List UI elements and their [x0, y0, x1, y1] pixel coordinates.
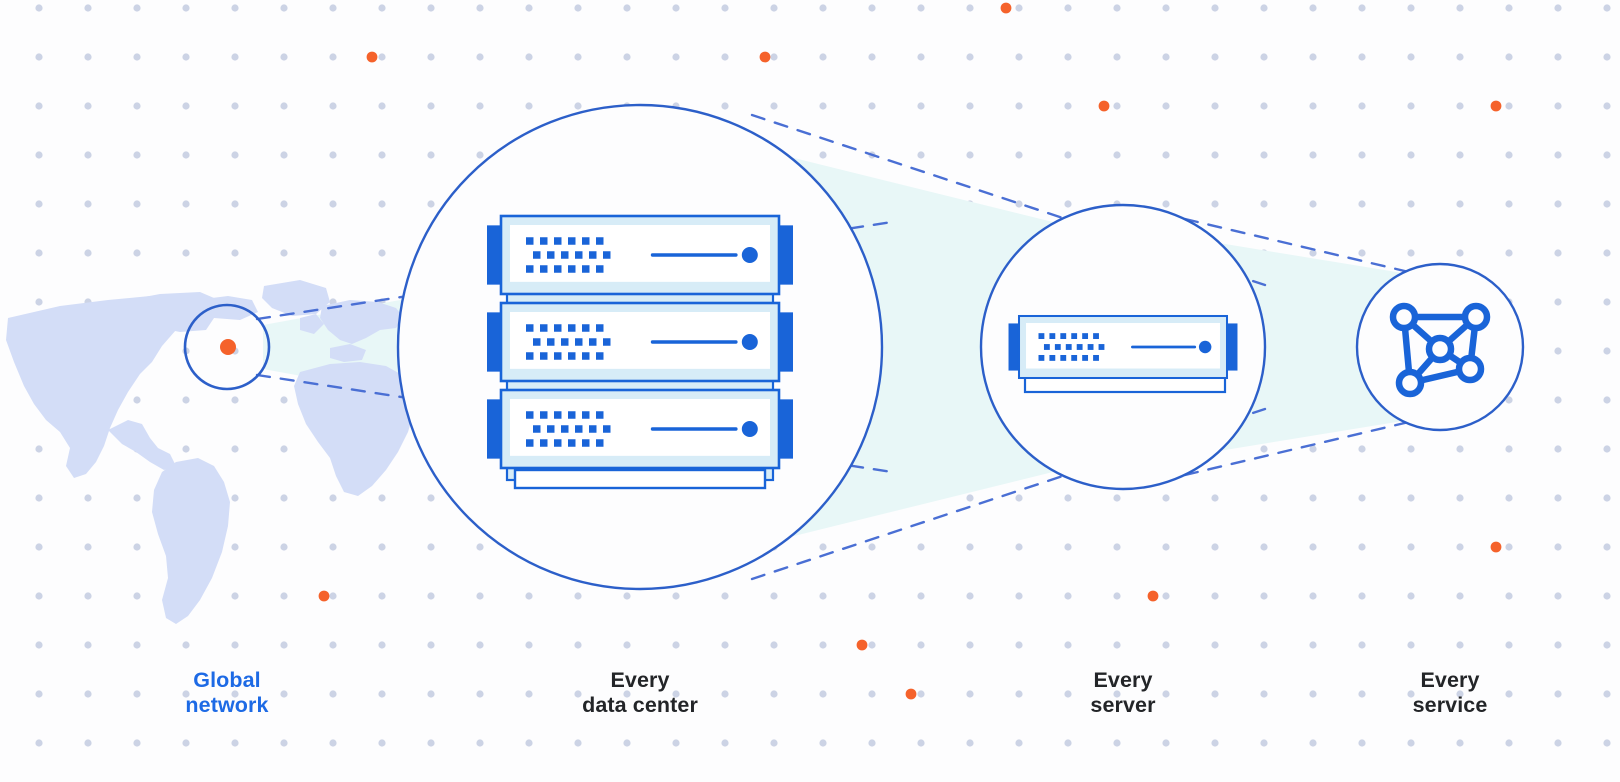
stage-label-global-network: Global network	[185, 668, 269, 717]
stage-label-every-service: Every service	[1412, 668, 1488, 717]
stage-label-every-data-center: Every data center	[582, 668, 698, 717]
stage-label-every-server: Every server	[1090, 668, 1156, 717]
